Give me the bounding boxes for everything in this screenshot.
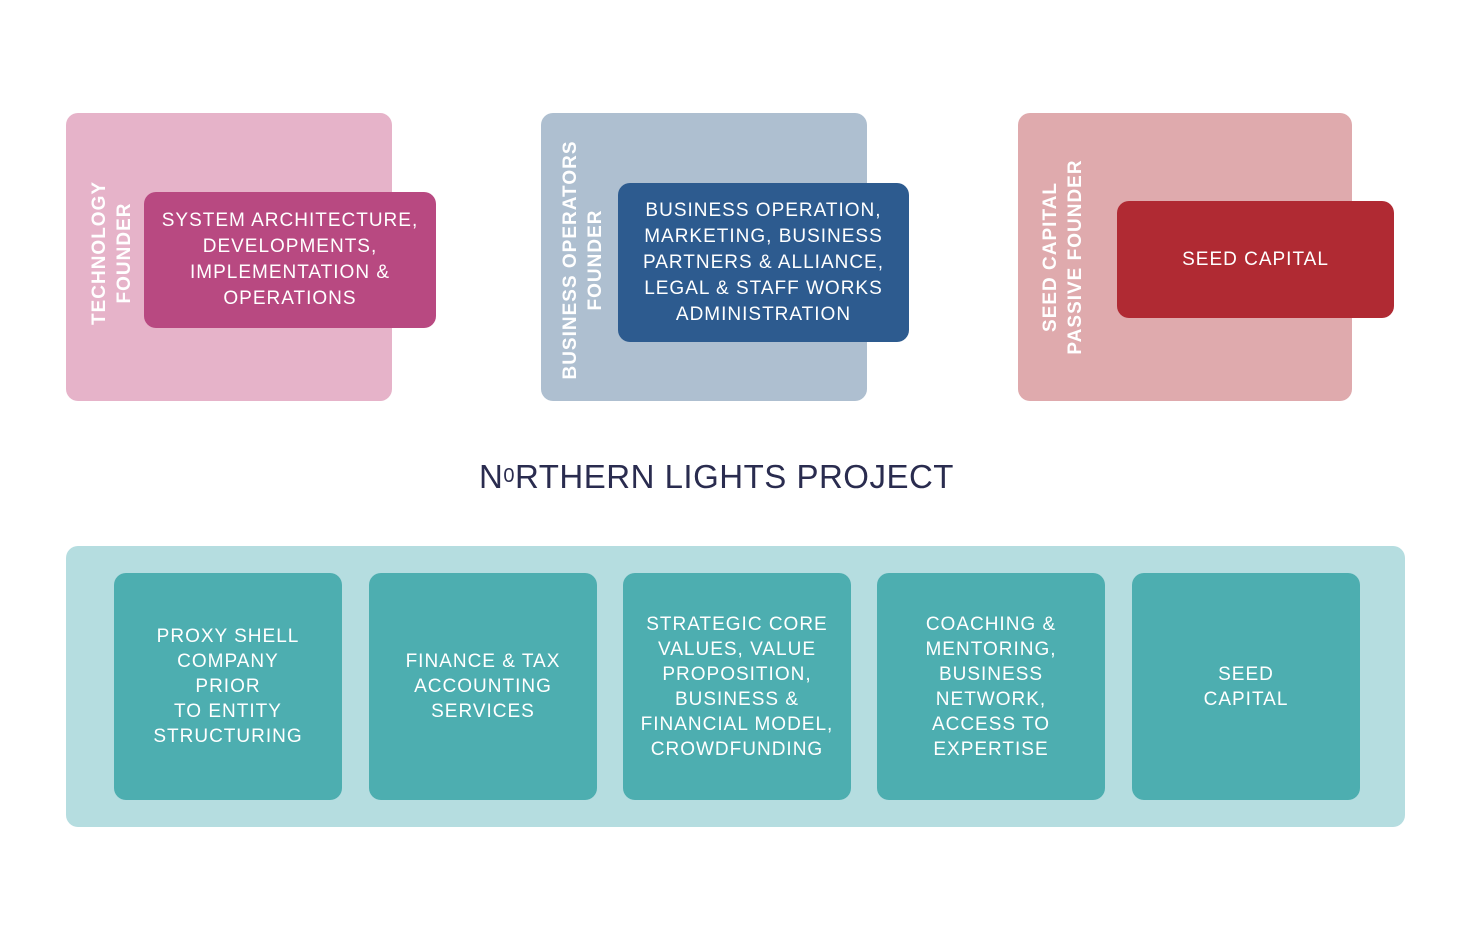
service-seed-capital: SEED CAPITAL: [1132, 573, 1360, 800]
service-finance-tax-accounting: FINANCE & TAX ACCOUNTING SERVICES: [369, 573, 597, 800]
service-coaching-mentoring: COACHING & MENTORING, BUSINESS NETWORK, …: [877, 573, 1105, 800]
technology-responsibilities-box: SYSTEM ARCHITECTURE, DEVELOPMENTS, IMPLE…: [144, 192, 436, 328]
project-title-prefix: N: [479, 458, 504, 495]
project-title-superscript: 0: [503, 465, 516, 487]
project-title: N0RTHERN LIGHTS PROJECT: [0, 458, 1433, 496]
service-proxy-shell-company: PROXY SHELL COMPANY PRIOR TO ENTITY STRU…: [114, 573, 342, 800]
service-strategic-core-values: STRATEGIC CORE VALUES, VALUE PROPOSITION…: [623, 573, 851, 800]
project-title-suffix: RTHERN LIGHTS PROJECT: [515, 458, 954, 495]
business-operators-founder-label: BUSINESS OPERATORS FOUNDER: [560, 140, 606, 380]
seed-capital-founder-label: SEED CAPITAL PASSIVE FOUNDER: [1040, 159, 1086, 355]
seed-capital-box: SEED CAPITAL: [1117, 201, 1394, 318]
business-operators-responsibilities-box: BUSINESS OPERATION, MARKETING, BUSINESS …: [618, 183, 909, 342]
technology-founder-label: TECHNOLOGY FOUNDER: [89, 180, 135, 326]
